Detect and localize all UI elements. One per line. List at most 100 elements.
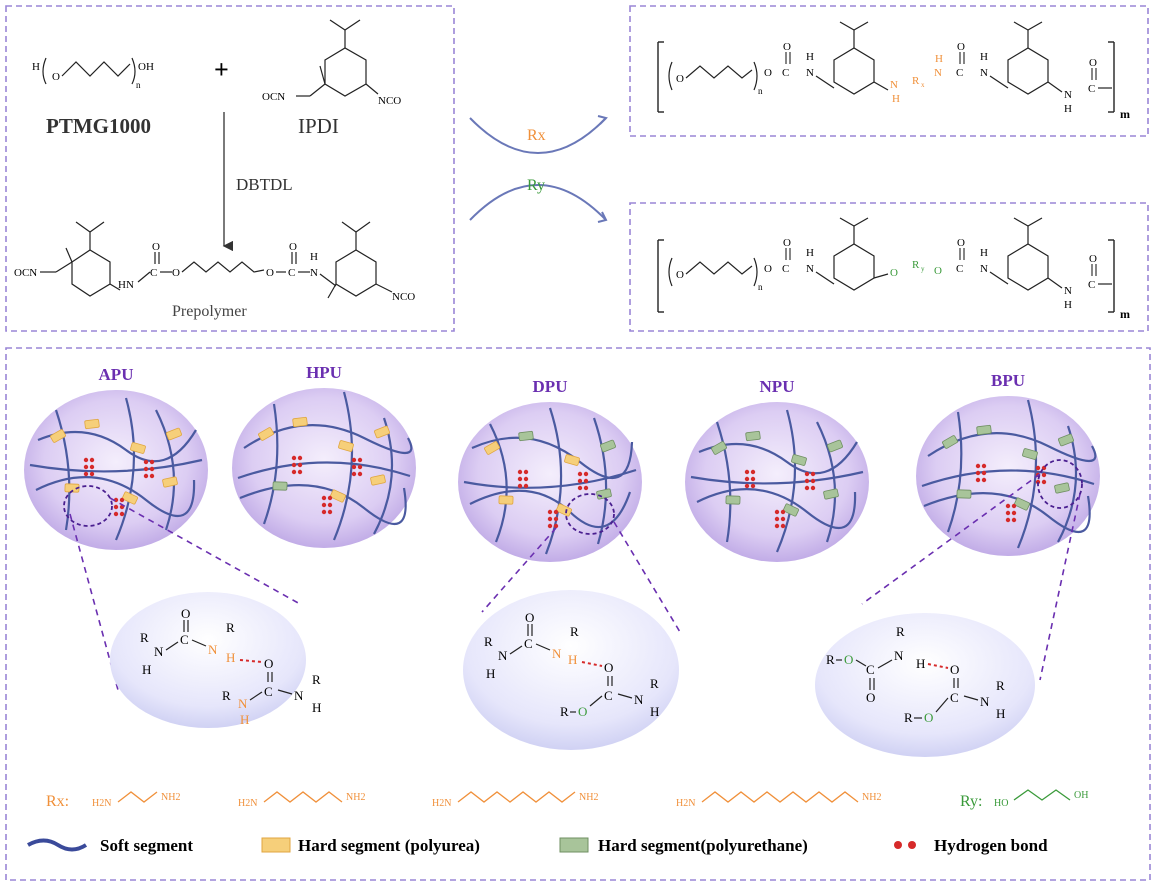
- rx-diamine: H2N NH2: [92, 791, 180, 809]
- pre-ocn: OCN: [14, 267, 37, 279]
- ipdi-nco: NCO: [378, 95, 401, 107]
- rx-amine-start: H2N: [92, 798, 111, 809]
- legend-hbond-dot-1: [894, 841, 902, 849]
- hard-segment-polyurea: [50, 429, 66, 443]
- hydrogen-bond-dot: [89, 471, 95, 477]
- hydrogen-bond-dot: [981, 477, 987, 483]
- soft-segment-chain: [946, 411, 963, 533]
- hard-segment-polyurea: [292, 416, 308, 428]
- svg-text:R: R: [570, 624, 579, 639]
- svg-text:N: N: [806, 67, 814, 79]
- svg-text:O: O: [924, 710, 933, 725]
- hydrogen-bond-dot: [149, 459, 155, 465]
- hydrogen-bond-dot: [577, 478, 583, 484]
- svg-text:N: N: [238, 696, 248, 711]
- svg-text:N: N: [980, 694, 990, 709]
- svg-text:H: H: [568, 652, 577, 667]
- rx-amine-end: NH2: [579, 792, 598, 803]
- panel-morphology: [5, 347, 1151, 881]
- hard-segment-polyurea: [122, 491, 138, 505]
- reagent-x-label: Rx: [527, 127, 546, 144]
- zoom-dpu-chem: R N H C O N R H O C N R H O R: [484, 610, 659, 719]
- svg-text:H: H: [1064, 103, 1072, 115]
- svg-text:R: R: [896, 624, 905, 639]
- svg-text:O: O: [783, 41, 791, 53]
- sphere-body: [24, 390, 208, 550]
- svg-text:H: H: [806, 51, 814, 63]
- svg-text:R: R: [996, 678, 1005, 693]
- hard-segment-polyurethane: [1022, 448, 1038, 460]
- hydrogen-bond-dot: [750, 483, 756, 489]
- svg-text:O: O: [890, 267, 898, 279]
- hard-segment-polyurea: [498, 495, 514, 505]
- hydrogen-bond-dot: [523, 476, 529, 482]
- hydrogen-bond-dot: [583, 478, 589, 484]
- hard-segment-polyurea: [130, 442, 146, 454]
- svg-text:C: C: [180, 632, 189, 647]
- hydrogen-bond-dot: [83, 464, 89, 470]
- hydrogen-bond-dot: [583, 471, 589, 477]
- svg-text:C: C: [604, 688, 613, 703]
- svg-text:N: N: [806, 263, 814, 275]
- hard-segment-polyurea: [370, 474, 386, 486]
- ptmg-oh: OH: [138, 61, 154, 73]
- hydrogen-bond-dot: [327, 509, 333, 515]
- sample-label: DPU: [533, 377, 568, 396]
- hydrogen-bond-dot: [291, 455, 297, 461]
- zoom-focus-circle: [63, 485, 113, 527]
- hard-segment-polyurethane: [942, 435, 958, 449]
- svg-text:H: H: [226, 650, 235, 665]
- hydrogen-bond-dot: [744, 476, 750, 482]
- svg-text:N: N: [934, 67, 942, 79]
- zoom-bpu-chem: R O C O N R H O C N R H O R: [826, 624, 1005, 725]
- hydrogen-bond-dot: [744, 483, 750, 489]
- hydrogen-bond-dot: [83, 471, 89, 477]
- soft-segment-chain: [37, 429, 197, 463]
- svg-text:N: N: [980, 67, 988, 79]
- hydrogen-bond-dot: [523, 483, 529, 489]
- svg-text:C: C: [956, 263, 963, 275]
- hard-segment-polyurethane: [827, 439, 843, 453]
- hard-segment-polyurea: [166, 427, 182, 441]
- hard-segment-polyurea: [162, 476, 178, 488]
- hydrogen-bond-dot: [143, 466, 149, 472]
- hydrogen-bond-dot: [553, 509, 559, 515]
- hydrogen-bond-dot: [780, 516, 786, 522]
- pre-o-2: O: [172, 267, 180, 279]
- svg-text:H: H: [980, 247, 988, 259]
- svg-text:x: x: [921, 81, 925, 89]
- hydrogen-bond-dot: [981, 470, 987, 476]
- svg-text:C: C: [956, 67, 963, 79]
- pre-h: H: [310, 251, 318, 263]
- legend-urea-swatch: [261, 837, 291, 853]
- soft-segment-chain: [237, 461, 411, 480]
- hydrogen-bond-dot: [143, 473, 149, 479]
- svg-text:O: O: [181, 606, 190, 621]
- svg-text:C: C: [1088, 279, 1095, 291]
- svg-text:N: N: [154, 644, 164, 659]
- hard-segment-polyurethane: [725, 495, 741, 505]
- hard-segment-polyurethane: [791, 454, 807, 466]
- hydrogen-bond-dot: [321, 495, 327, 501]
- soft-segment-chain: [544, 407, 563, 555]
- rx-amine-end: NH2: [862, 792, 881, 803]
- svg-text:R: R: [312, 672, 321, 687]
- hard-segment-polyurea: [374, 425, 390, 439]
- hydrogen-bond-dot: [1035, 465, 1041, 471]
- svg-text:R: R: [484, 634, 493, 649]
- hydrogen-bond-dot: [774, 516, 780, 522]
- rx-amine-end: NH2: [161, 792, 180, 803]
- svg-text:O: O: [676, 73, 684, 85]
- hydrogen-bond-dot: [113, 511, 119, 517]
- rx-amine-start: H2N: [432, 798, 451, 809]
- hydrogen-bond-dot: [1005, 517, 1011, 523]
- hydrogen-bond-dot: [577, 485, 583, 491]
- svg-text:N: N: [294, 688, 304, 703]
- ptmg-h: H: [32, 61, 40, 73]
- sphere-body: [232, 388, 416, 548]
- svg-text:O: O: [264, 656, 273, 671]
- zoom-apu: [110, 592, 306, 728]
- product-urea-structure: O n O C O N H N H R x N H C O N H: [657, 21, 1130, 121]
